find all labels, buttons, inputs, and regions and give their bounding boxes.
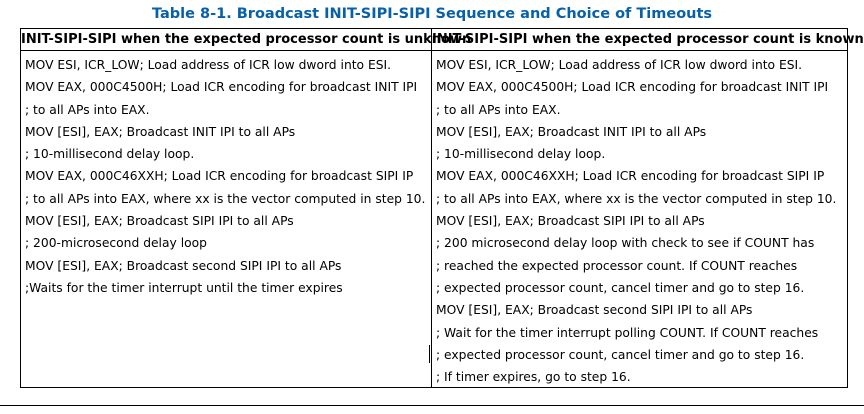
- code-line: ; Wait for the timer interrupt polling C…: [436, 325, 819, 340]
- code-line: MOV EAX, 000C4500H; Load ICR encoding fo…: [436, 80, 829, 95]
- known-count-column: INIT-SIPI-SIPI when the expected process…: [432, 29, 864, 388]
- code-line: ;Waits for the timer interrupt until the…: [25, 280, 343, 295]
- change-bar: [429, 345, 430, 363]
- code-line: MOV [ESI], EAX; Broadcast second SIPI IP…: [436, 303, 753, 318]
- code-line: ; to all APs into EAX, where xx is the v…: [436, 191, 837, 206]
- code-line: ; to all APs into EAX.: [436, 102, 561, 117]
- code-line: ; 10-millisecond delay loop.: [25, 147, 195, 162]
- bottom-divider: [0, 405, 864, 406]
- code-line: ; 10-millisecond delay loop.: [436, 147, 606, 162]
- code-line: MOV ESI, ICR_LOW; Load address of ICR lo…: [436, 58, 803, 72]
- code-line: MOV EAX, 000C46XXH; Load ICR encoding fo…: [25, 169, 414, 184]
- unknown-count-code: MOV ESI, ICR_LOW; Load address of ICR lo…: [21, 51, 431, 299]
- code-line: MOV [ESI], EAX; Broadcast SIPI IPI to al…: [436, 214, 705, 229]
- code-line: ; 200-microsecond delay loop: [25, 236, 207, 251]
- code-line: MOV [ESI], EAX; Broadcast SIPI IPI to al…: [25, 214, 294, 229]
- code-line: MOV EAX, 000C4500H; Load ICR encoding fo…: [25, 80, 418, 95]
- code-line: MOV [ESI], EAX; Broadcast INIT IPI to al…: [25, 124, 296, 139]
- code-line: MOV [ESI], EAX; Broadcast INIT IPI to al…: [436, 124, 707, 139]
- code-line: MOV ESI, ICR_LOW; Load address of ICR lo…: [25, 58, 392, 72]
- sequence-table: INIT-SIPI-SIPI when the expected process…: [20, 28, 864, 388]
- code-line: MOV [ESI], EAX; Broadcast second SIPI IP…: [25, 258, 342, 273]
- code-line: MOV EAX, 000C46XXH; Load ICR encoding fo…: [436, 169, 825, 184]
- code-line: ; to all APs into EAX.: [25, 102, 150, 117]
- unknown-count-column: INIT-SIPI-SIPI when the expected process…: [21, 29, 471, 387]
- code-line: ; 200 microsecond delay loop with check …: [436, 236, 815, 251]
- code-line: ; expected processor count, cancel timer…: [436, 280, 805, 295]
- table-title: Table 8-1. Broadcast INIT-SIPI-SIPI Sequ…: [151, 6, 713, 22]
- code-line: ; reached the expected processor count. …: [436, 258, 798, 273]
- known-count-code: MOV ESI, ICR_LOW; Load address of ICR lo…: [432, 51, 847, 388]
- code-line: ; to all APs into EAX, where xx is the v…: [25, 191, 426, 206]
- code-line: ; expected processor count, cancel timer…: [436, 347, 805, 362]
- code-line: ; If timer expires, go to step 16.: [436, 370, 631, 385]
- column-header-known: INIT-SIPI-SIPI when the expected process…: [432, 29, 864, 51]
- column-header-unknown: INIT-SIPI-SIPI when the expected process…: [21, 29, 471, 51]
